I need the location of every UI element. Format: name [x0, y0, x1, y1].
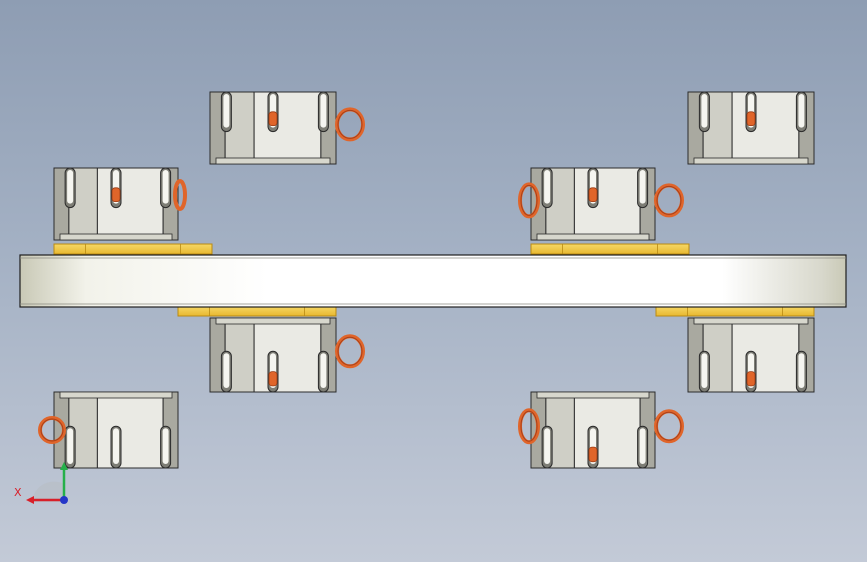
cotter-pin-ring [518, 408, 540, 445]
cotter-pin [746, 371, 756, 387]
cotter-pin-ring [335, 107, 365, 142]
castle-nut [38, 391, 179, 469]
x-axis-label: X [14, 486, 22, 499]
cotter-pin-ring [654, 183, 684, 218]
castle-nut [518, 167, 684, 241]
castle-nut [518, 391, 684, 469]
cotter-pin-ring [518, 182, 540, 219]
x-axis-arrowhead [26, 496, 34, 504]
castle-nut [209, 91, 365, 165]
castle-nut [687, 317, 815, 393]
cotter-pin [268, 111, 278, 127]
coordinate-triad-icon: X [14, 462, 68, 504]
y-axis-arrowhead [60, 462, 68, 470]
cotter-pin-ring [173, 179, 187, 211]
cotter-pin-ring [38, 416, 66, 444]
cotter-pin [268, 371, 278, 387]
cotter-pin [746, 111, 756, 127]
castle-nut [209, 317, 365, 393]
main-bar [19, 254, 847, 308]
cotter-pin [111, 187, 121, 203]
triad-plane-shade [32, 481, 64, 502]
washer [530, 243, 690, 255]
washer [53, 243, 213, 255]
cotter-pin [588, 446, 598, 463]
castle-nut [687, 91, 815, 165]
cotter-pin-ring [654, 409, 684, 444]
z-axis-dot [60, 496, 68, 504]
cotter-pin-ring [335, 334, 365, 369]
cotter-pin [588, 187, 598, 203]
castle-nut [53, 167, 179, 241]
